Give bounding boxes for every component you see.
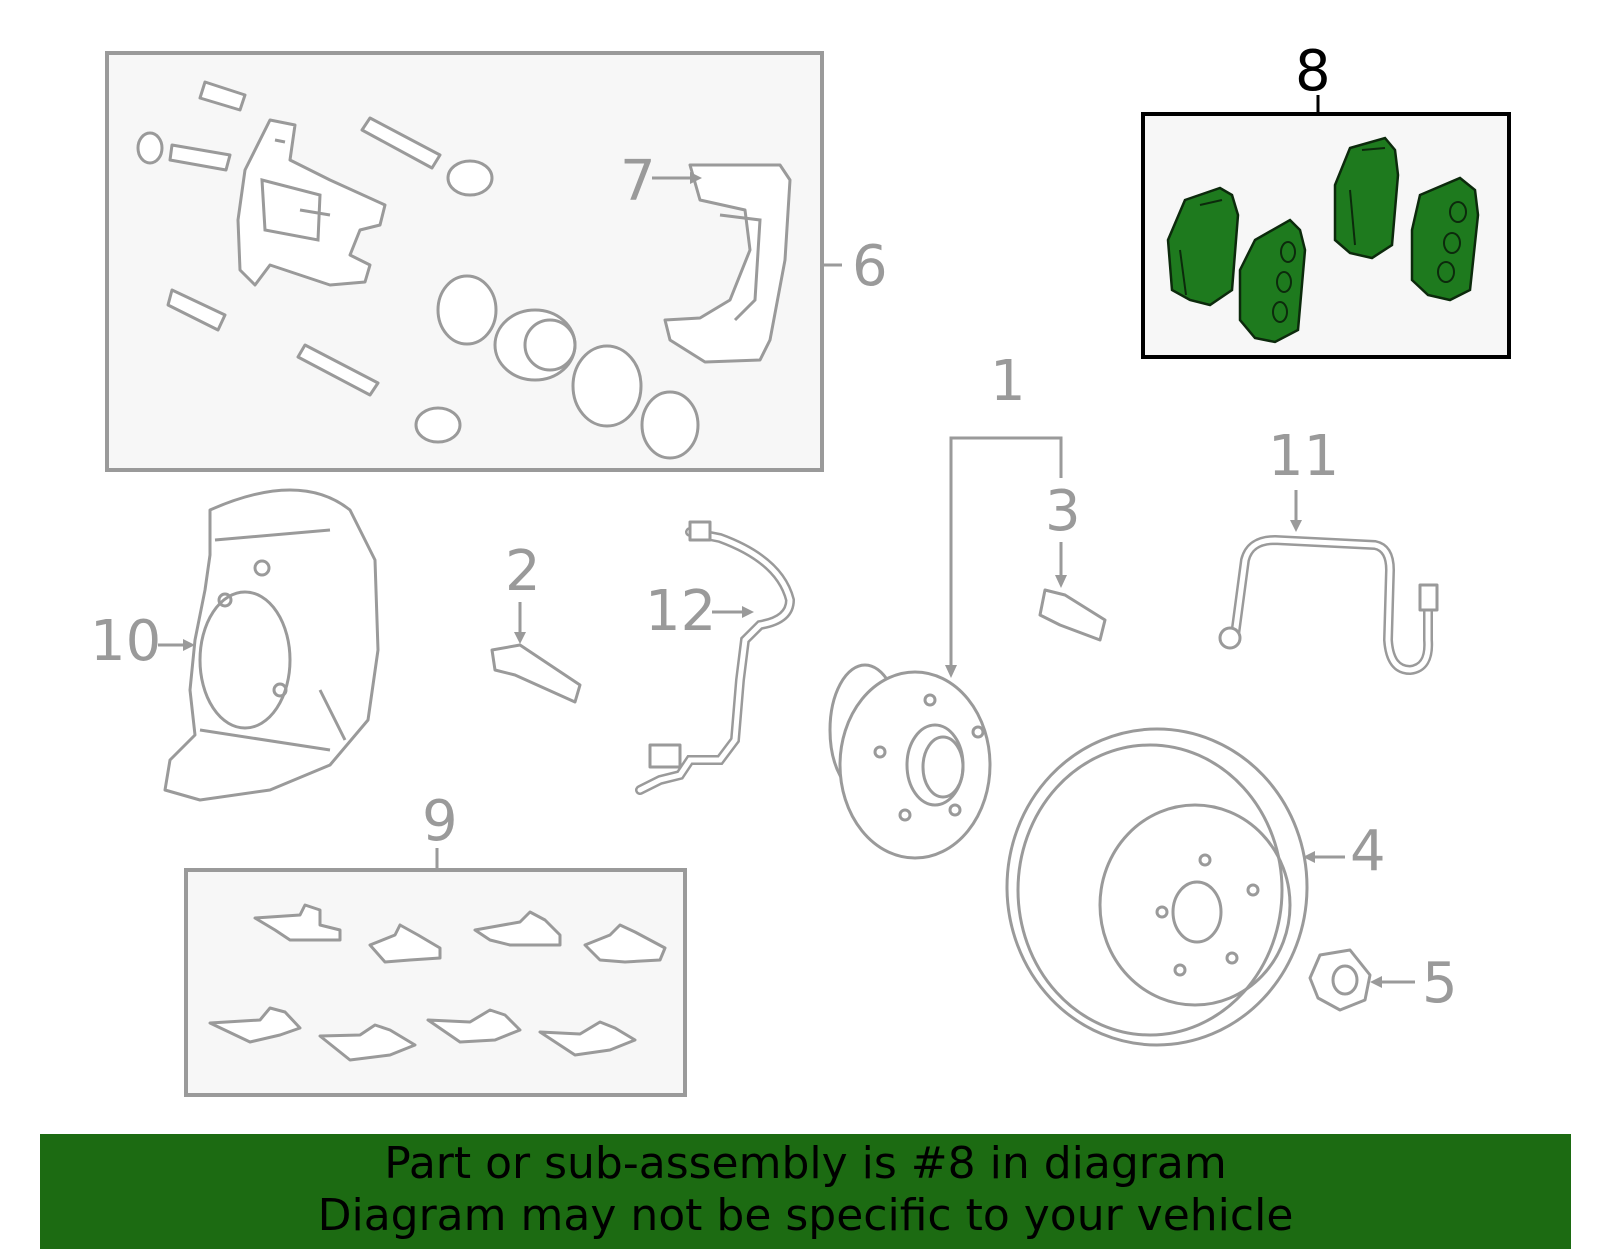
callout-12[interactable]: 12 (645, 579, 716, 644)
callout-6[interactable]: 6 (852, 234, 888, 299)
hardware-kit-group[interactable] (184, 868, 687, 1097)
callout-10[interactable]: 10 (90, 609, 161, 674)
banner-line-2: Diagram may not be specific to your vehi… (317, 1190, 1294, 1241)
callout-7[interactable]: 7 (620, 149, 656, 214)
callout-5[interactable]: 5 (1422, 951, 1458, 1016)
callout-3[interactable]: 3 (1045, 479, 1081, 544)
callout-2[interactable]: 2 (505, 539, 541, 604)
abs-speed-sensor[interactable] (635, 520, 796, 795)
hub-bearing-assembly[interactable] (828, 663, 992, 860)
brake-rotor[interactable] (1005, 727, 1309, 1047)
dust-shield[interactable] (163, 488, 380, 802)
notice-banner: Part or sub-assembly is #8 in diagram Di… (40, 1134, 1571, 1249)
callout-9[interactable]: 9 (422, 789, 458, 854)
caliper-assembly-group[interactable] (105, 51, 824, 472)
callout-4[interactable]: 4 (1350, 819, 1386, 884)
callout-1[interactable]: 1 (990, 349, 1026, 414)
lug-nut[interactable] (1308, 948, 1372, 1012)
brake-pad-set-group[interactable] (1141, 112, 1511, 359)
callout-8[interactable]: 8 (1295, 39, 1331, 104)
brake-hose[interactable] (1218, 534, 1439, 676)
callout-11[interactable]: 11 (1268, 424, 1339, 489)
banner-line-1: Part or sub-assembly is #8 in diagram (384, 1138, 1227, 1189)
caliper-bolt[interactable] (490, 643, 582, 704)
lug-bolt[interactable] (1038, 588, 1107, 642)
